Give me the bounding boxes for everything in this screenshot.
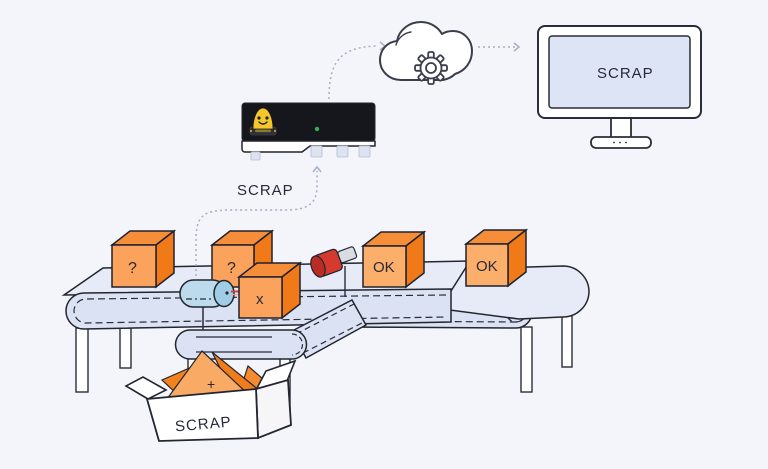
arrowhead-up: [312, 165, 322, 173]
shard-mark: +: [207, 376, 215, 392]
box-label: x: [256, 291, 264, 308]
box-reject: x: [236, 261, 303, 320]
box-label: OK: [476, 258, 498, 275]
base-dot: [625, 141, 627, 144]
scrap-box: + SCRAP: [124, 350, 297, 442]
sensor-to-device-arrow: [195, 171, 318, 276]
box-front: [145, 388, 259, 442]
conveyor-leg: [520, 326, 533, 393]
signal-routes: [195, 45, 518, 276]
inspection-sensor: [179, 279, 239, 330]
ramp-seam: [302, 322, 363, 354]
monitor: SCRAP: [537, 25, 702, 149]
cloud-detail-arc: [395, 31, 412, 46]
device-to-cloud-arrow: [328, 45, 378, 100]
monitor-base: [590, 136, 652, 149]
device-base: [241, 140, 376, 153]
chute-belt: [174, 329, 308, 360]
left-belt-seam: [73, 294, 447, 324]
beacon-lens: [310, 255, 326, 278]
box-ok-2: OK: [463, 228, 529, 288]
arrowhead-right: [513, 42, 521, 52]
base-dot: [613, 141, 615, 144]
monitor-screen-text: SCRAP: [597, 65, 654, 82]
cloud-outline: [379, 21, 473, 81]
cloud: [379, 21, 473, 85]
status-led: [314, 126, 320, 132]
chute-cap-seam: [291, 333, 304, 356]
box-label: ?: [227, 260, 236, 277]
alarm-beacon: [310, 246, 358, 297]
smiley-mascot-icon: [249, 107, 277, 136]
edge-device: [241, 102, 376, 161]
device-connectors: [250, 145, 371, 161]
box-flap-left: [124, 376, 168, 400]
scrap-route-label: SCRAP: [237, 182, 294, 199]
sensor-emitter: [225, 291, 229, 295]
base-dot: [619, 141, 621, 144]
scrap-box-label: SCRAP: [174, 414, 232, 436]
box-label: OK: [373, 259, 395, 276]
box-ok-1: OK: [360, 230, 427, 289]
conveyor-leg: [119, 327, 132, 369]
ramp-seam: [295, 303, 355, 335]
conveyor-leg: [75, 327, 89, 393]
box-side: [255, 378, 292, 440]
monitor-screen: [548, 35, 691, 109]
box-label: ?: [128, 260, 137, 277]
box-unknown-1: ?: [109, 229, 177, 289]
sensor-lens: [213, 279, 235, 308]
monitor-neck: [610, 115, 632, 140]
gear-icon: [414, 51, 448, 85]
